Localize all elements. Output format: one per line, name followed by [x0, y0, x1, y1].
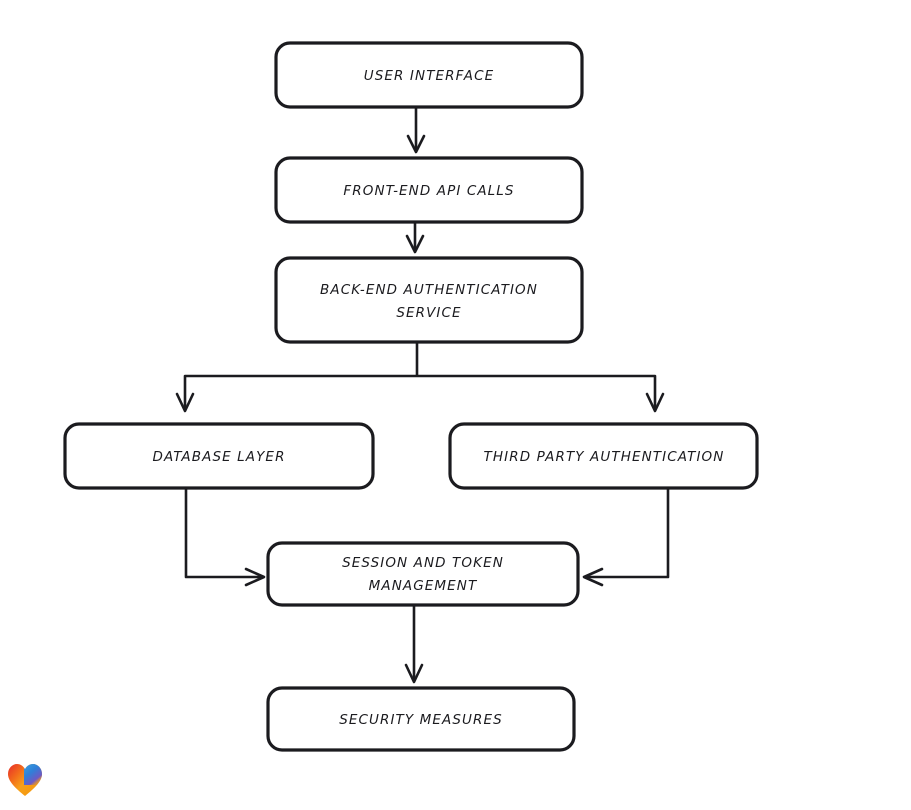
node-box-user-interface[interactable] [274, 41, 584, 109]
node-database-layer[interactable]: DATABASE LAYER [63, 422, 375, 490]
node-back-end-authentication-service[interactable]: BACK-END AUTHENTICATION SERVICE [274, 256, 584, 344]
edge-thirdparty-to-session [582, 486, 670, 587]
node-label-security-measures: SECURITY MEASURES [339, 712, 503, 728]
node-box-session-and-token-management[interactable] [266, 541, 580, 607]
node-box-back-end-authentication-service[interactable] [274, 256, 584, 344]
edge-api-to-backend [405, 220, 425, 254]
node-label-session-and-token-management-line2: MANAGEMENT [369, 578, 478, 594]
node-front-end-api-calls[interactable]: FRONT-END API CALLS [274, 156, 584, 224]
node-label-user-interface: USER INTERFACE [364, 68, 494, 84]
edge-backend-to-thirdparty [645, 392, 665, 413]
node-user-interface[interactable]: USER INTERFACE [274, 41, 584, 109]
node-third-party-authentication[interactable]: THIRD PARTY AUTHENTICATION [448, 422, 759, 490]
edge-database-to-session [184, 486, 266, 587]
node-label-session-and-token-management-line1: SESSION AND TOKEN [342, 555, 504, 571]
node-box-database-layer[interactable] [63, 422, 375, 490]
edge-session-to-security [404, 603, 424, 684]
node-box-third-party-authentication[interactable] [448, 422, 759, 490]
edge-ui-to-api [406, 105, 426, 154]
node-label-front-end-api-calls: FRONT-END API CALLS [343, 183, 514, 199]
node-label-database-layer: DATABASE LAYER [152, 449, 285, 465]
node-session-and-token-management[interactable]: SESSION AND TOKEN MANAGEMENT [266, 541, 580, 607]
node-security-measures[interactable]: SECURITY MEASURES [266, 686, 576, 752]
gradient-heart-icon [8, 764, 42, 796]
node-box-front-end-api-calls[interactable] [274, 156, 584, 224]
node-label-back-end-authentication-service-line1: BACK-END AUTHENTICATION [320, 282, 538, 298]
nodes-layer: USER INTERFACE FRONT-END API CALLS BACK-… [63, 41, 759, 752]
edge-backend-to-database [175, 392, 195, 413]
node-label-third-party-authentication: THIRD PARTY AUTHENTICATION [484, 449, 725, 465]
node-label-back-end-authentication-service-line2: SERVICE [396, 305, 461, 321]
edge-backend-split-bus [183, 340, 657, 410]
node-box-security-measures[interactable] [266, 686, 576, 752]
connectors-layer [175, 105, 670, 684]
